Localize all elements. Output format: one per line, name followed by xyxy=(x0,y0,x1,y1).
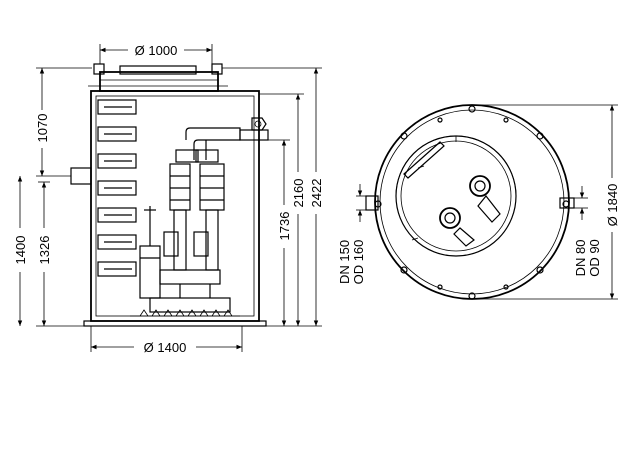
tank-inner-wall xyxy=(95,95,255,317)
side-ribs xyxy=(97,99,137,277)
tank-base xyxy=(83,320,267,327)
front-view: Ø 1000 Ø 1400 1070 1400 1326 1736 2160 xyxy=(13,43,324,355)
dim-lower-left-outer-label: 1400 xyxy=(13,236,28,265)
dim-upper-left-label: 1070 xyxy=(35,114,50,143)
top-inlet-stub xyxy=(365,195,379,211)
tank-cover xyxy=(99,71,219,92)
pump-top xyxy=(469,175,491,197)
dim-lower-left-inner-label: 1326 xyxy=(37,236,52,265)
outlet-dn-label: DN 80 xyxy=(573,240,588,277)
top-diameter-label: Ø 1000 xyxy=(135,43,178,58)
pump-assembly xyxy=(139,127,241,313)
top-diameter-1840-label: Ø 1840 xyxy=(605,184,620,227)
pump-bottom xyxy=(439,207,461,229)
dim-right-outer-label: 2422 xyxy=(309,179,324,208)
outer-ring xyxy=(374,104,570,300)
top-view: DN 150 OD 160 DN 80 OD 90 Ø 1840 xyxy=(337,104,620,300)
tank-outline xyxy=(90,90,260,322)
outlet-od-label: OD 90 xyxy=(587,239,602,277)
inlet-stub xyxy=(70,167,92,185)
bottom-diameter-label: Ø 1400 xyxy=(144,340,187,355)
inner-chamber xyxy=(395,135,517,257)
inlet-od-label: OD 160 xyxy=(351,240,366,285)
hatch-bar xyxy=(403,141,445,179)
inlet-dn-label: DN 150 xyxy=(337,240,352,284)
dim-right-inner-label: 1736 xyxy=(277,212,292,241)
dim-right-middle-label: 2160 xyxy=(291,179,306,208)
top-outlet-stub xyxy=(559,197,575,209)
cover-hatch xyxy=(119,65,197,75)
